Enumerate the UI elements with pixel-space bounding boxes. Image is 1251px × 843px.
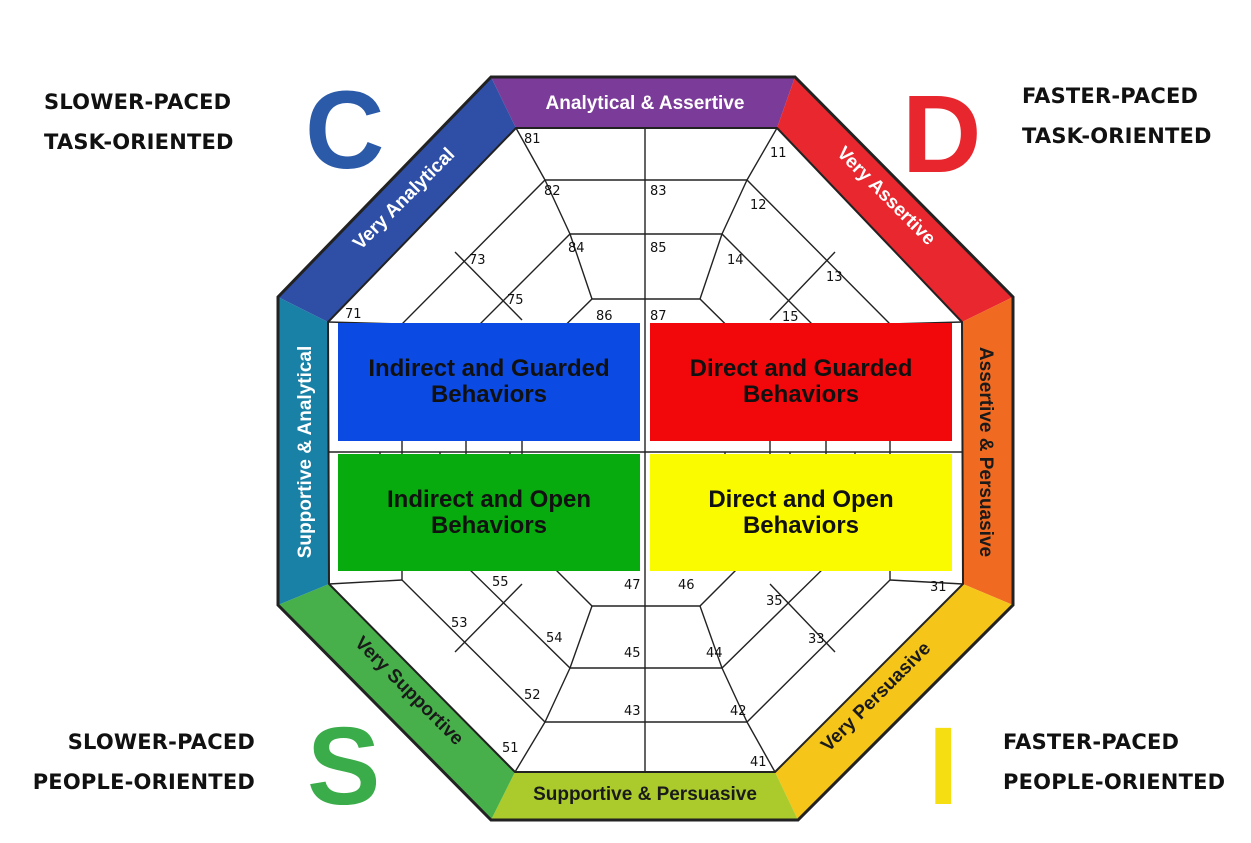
quadrant-indirect-open: Indirect and Open Behaviors <box>338 454 640 571</box>
bottom-right-pace-label: FASTER-PACED PEOPLE-ORIENTED <box>1003 722 1225 802</box>
quadrant-direct-open: Direct and Open Behaviors <box>650 454 952 571</box>
top-right-line-2: TASK-ORIENTED <box>1022 124 1212 148</box>
cell-number: 73 <box>469 253 486 268</box>
bottom-left-line-2: PEOPLE-ORIENTED <box>32 770 255 794</box>
band-label-bottom: Supportive & Persuasive <box>533 784 757 805</box>
cell-number: 13 <box>826 270 843 285</box>
bottom-right-line-1: FASTER-PACED <box>1003 730 1180 754</box>
band-top <box>491 77 795 128</box>
cell-number: 46 <box>678 578 695 593</box>
quadrant-indirect-open-line-2: Behaviors <box>430 511 548 539</box>
band-label-top: Analytical & Assertive <box>546 93 745 114</box>
cell-number: 45 <box>624 646 641 661</box>
letter-s: S <box>307 705 381 828</box>
cell-number: 53 <box>451 616 468 631</box>
cell-number: 75 <box>507 293 524 308</box>
letter-c: C <box>305 69 385 192</box>
cell-number: 43 <box>624 704 641 719</box>
cell-number: 83 <box>650 184 667 199</box>
band-bottom-left <box>278 584 515 820</box>
quadrant-direct-guarded-line-1: Direct and Guarded <box>689 355 913 382</box>
cell-number: 55 <box>492 575 509 590</box>
cell-number: 12 <box>750 198 767 213</box>
cell-number: 52 <box>524 688 541 703</box>
band-top-right <box>777 77 1013 322</box>
band-right <box>962 297 1013 605</box>
band-bottom-right <box>775 584 1013 820</box>
band-label-right: Assertive & Persuasive <box>975 347 996 557</box>
cell-number: 87 <box>650 309 667 324</box>
band-label-left: Supportive & Analytical <box>295 346 316 559</box>
cell-number: 31 <box>930 580 947 595</box>
cell-number: 82 <box>544 184 561 199</box>
cell-number: 11 <box>770 146 787 161</box>
cell-number: 51 <box>502 741 519 756</box>
quadrant-indirect-guarded-line-2: Behaviors <box>430 381 548 408</box>
band-top-left <box>278 77 516 322</box>
cell-number: 33 <box>808 632 825 647</box>
cell-number: 84 <box>568 241 585 256</box>
top-right-pace-label: FASTER-PACED TASK-ORIENTED <box>1022 76 1212 156</box>
cell-number: 42 <box>730 704 747 719</box>
cell-number: 54 <box>546 631 563 646</box>
letter-d: D <box>902 73 982 196</box>
bottom-left-pace-label: SLOWER-PACED PEOPLE-ORIENTED <box>33 722 255 802</box>
letter-i: I <box>928 705 959 828</box>
bottom-left-line-1: SLOWER-PACED <box>67 730 255 754</box>
quadrant-direct-open-line-1: Direct and Open <box>708 485 894 513</box>
quadrant-indirect-open-line-1: Indirect and Open <box>386 485 592 513</box>
cell-number: 71 <box>345 307 362 322</box>
quadrant-direct-guarded: Direct and Guarded Behaviors <box>650 323 952 441</box>
cell-number: 86 <box>596 309 613 324</box>
top-right-line-1: FASTER-PACED <box>1022 84 1199 108</box>
bottom-right-line-2: PEOPLE-ORIENTED <box>1003 770 1226 794</box>
top-left-pace-label: SLOWER-PACED TASK-ORIENTED <box>44 82 234 162</box>
band-left <box>278 297 329 605</box>
quadrant-indirect-guarded-line-1: Indirect and Guarded <box>368 355 610 382</box>
cell-number: 44 <box>706 646 723 661</box>
quadrant-direct-guarded-line-2: Behaviors <box>742 381 860 408</box>
quadrant-indirect-guarded: Indirect and Guarded Behaviors <box>338 323 640 441</box>
cell-number: 15 <box>782 310 799 325</box>
cell-number: 81 <box>524 132 541 147</box>
quadrant-direct-open-line-2: Behaviors <box>742 511 860 539</box>
band-bottom <box>491 772 798 820</box>
cell-number: 47 <box>624 578 641 593</box>
top-left-line-1: SLOWER-PACED <box>44 90 232 114</box>
cell-number: 35 <box>766 594 783 609</box>
cell-number: 41 <box>750 755 767 770</box>
cell-number: 85 <box>650 241 667 256</box>
top-left-line-2: TASK-ORIENTED <box>44 130 234 154</box>
cell-number: 14 <box>727 253 744 268</box>
